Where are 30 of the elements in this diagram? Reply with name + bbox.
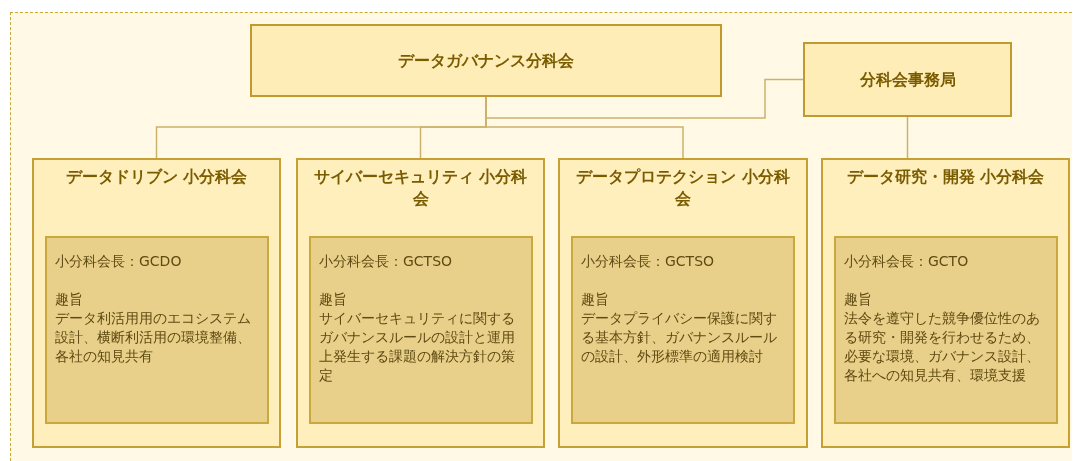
chair-label: 小分科会長：GCTSO [319, 252, 454, 271]
heading-label: 趣旨 [55, 290, 84, 309]
chair-label: 小分科会長：GCDO [55, 252, 183, 271]
heading-label: 趣旨 [844, 290, 873, 309]
chair-label: 小分科会長：GCTSO [581, 252, 716, 271]
heading-label: 趣旨 [581, 290, 610, 309]
description-box [45, 236, 269, 424]
title-label: 分科会事務局 [859, 68, 956, 91]
description-text: データプライバシー保護に関する基本方針、ガバナンスルールの設計、外形標準の適用検討 [581, 309, 778, 366]
title-label: データ研究・開発 小分科会 [845, 166, 1046, 188]
description-box [834, 236, 1058, 424]
subcommittee-box [32, 158, 281, 448]
description-box [571, 236, 795, 424]
title-label: データプロテクション 小分科会 [575, 166, 791, 210]
title-label: サイバーセキュリティ 小分科会 [312, 166, 529, 210]
description-text: データ利活用用のエコシステム設計、横断利活用の環境整備、各社の知見共有 [55, 309, 252, 366]
heading-label: 趣旨 [319, 290, 348, 309]
connector-line [906, 116, 909, 159]
subcommittee-box [296, 158, 545, 448]
connector-line [485, 78, 804, 119]
subcommittee-box [558, 158, 808, 448]
description-box [309, 236, 533, 424]
chair-label: 小分科会長：GCTO [844, 252, 970, 271]
title-label: データガバナンス分科会 [398, 49, 574, 72]
description-text: 法令を遵守した競争優位性のある研究・開発を行わせるため、必要な環境、ガバナンス設計、各社への知見共有、環境支援 [844, 309, 1041, 385]
description-text: サイバーセキュリティに関するガバナンスルールの設計と運用上発生する課題の解決方針の策定 [319, 309, 516, 385]
organization-box [250, 24, 722, 97]
subcommittee-box [821, 158, 1070, 448]
title-label: データドリブン 小分科会 [64, 166, 249, 188]
organization-box [803, 42, 1012, 117]
